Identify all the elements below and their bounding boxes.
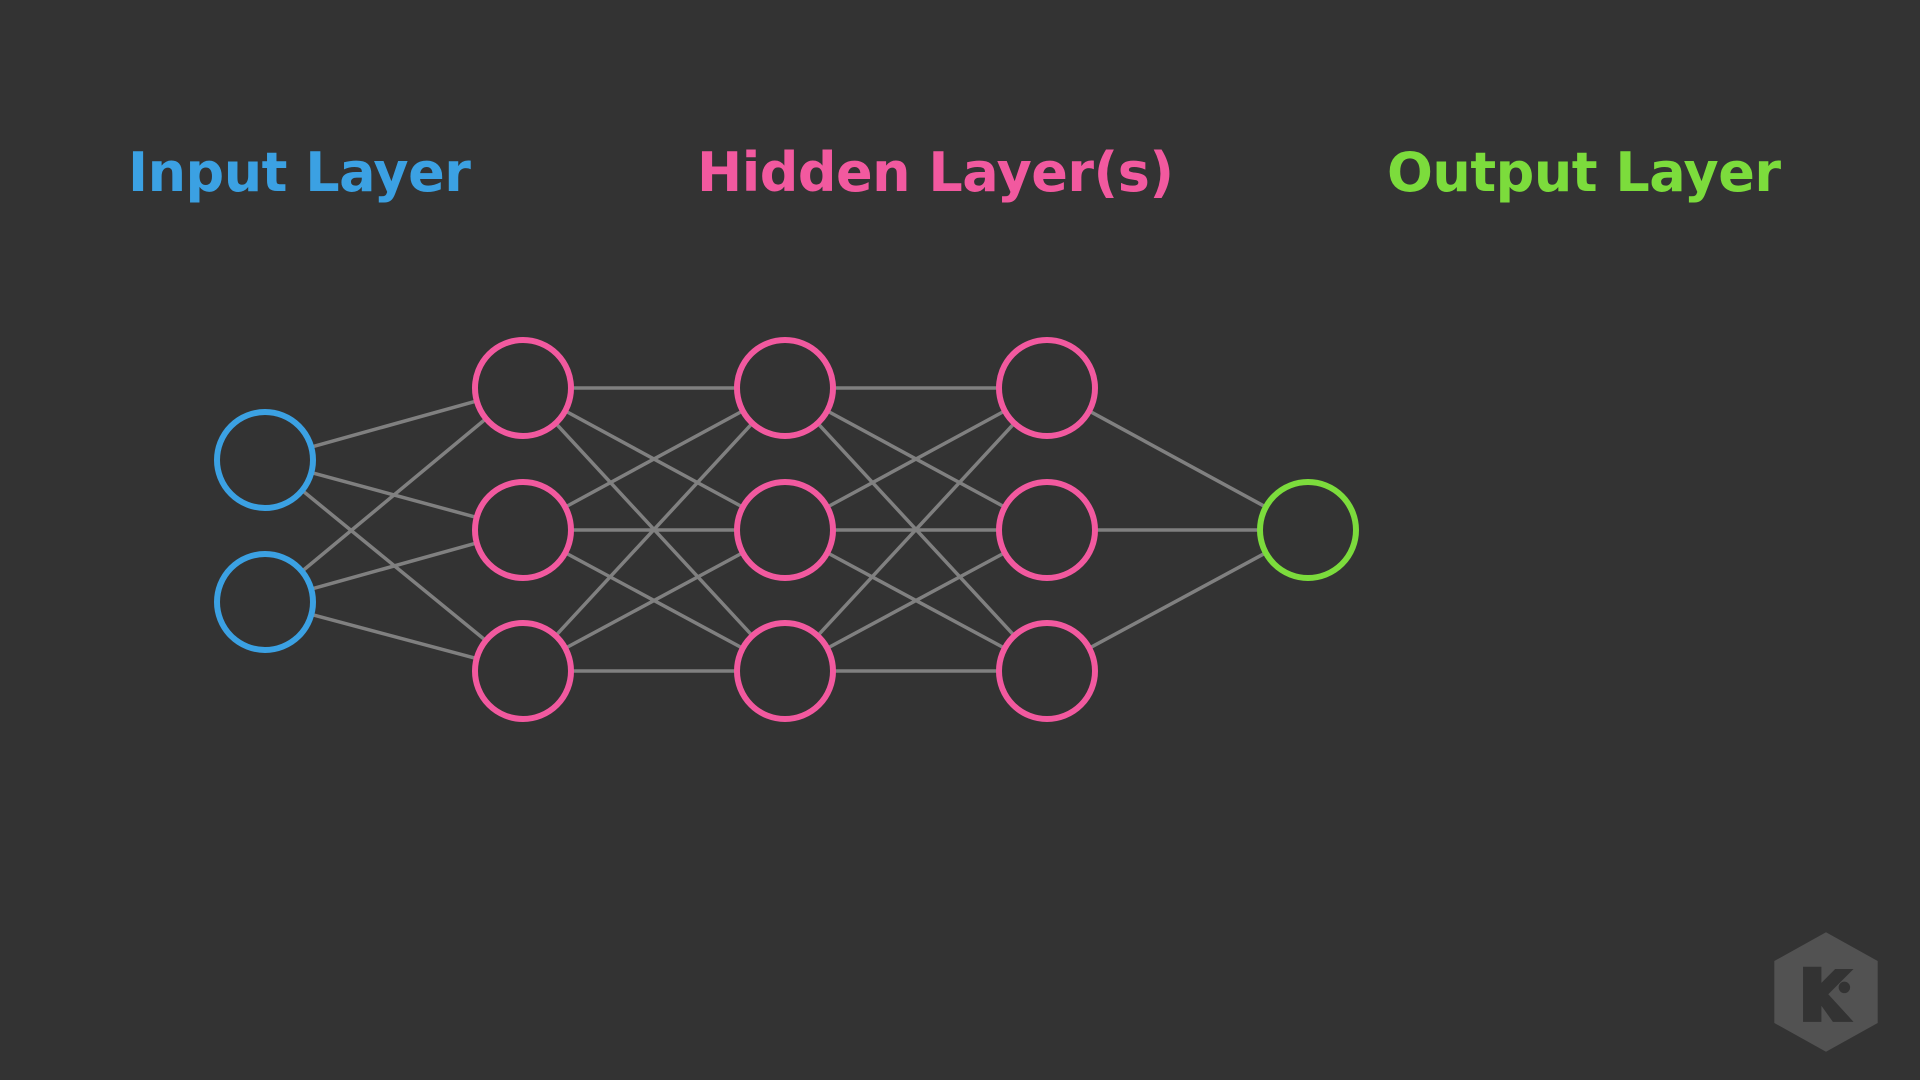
node-i2[interactable] [214,551,316,653]
edge-i2-h1_3 [309,612,479,661]
node-h3_1[interactable] [996,337,1098,439]
edge-h1_3-h2_2 [563,550,745,651]
node-h3_2[interactable] [996,479,1098,581]
edge-h2_3-h3_1 [815,421,1017,638]
node-i1[interactable] [214,409,316,511]
node-h1_2[interactable] [472,479,574,581]
edge-h1_3-h2_1 [553,421,755,638]
node-h2_2[interactable] [734,479,836,581]
node-h2_1[interactable] [734,337,836,439]
edge-i2-h1_1 [300,416,488,574]
edge-h2_2-h3_1 [825,409,1007,509]
node-o1[interactable] [1257,479,1359,581]
nodes-group [214,337,1359,722]
node-h3_3[interactable] [996,620,1098,722]
edge-h2_3-h3_2 [825,550,1007,651]
treehouse-logo-icon [1774,932,1878,1052]
edge-h3_1-o1 [1087,409,1268,509]
edge-i1-h1_1 [309,399,479,449]
edges-group [300,386,1268,673]
node-h1_3[interactable] [472,620,574,722]
edge-i2-h1_2 [309,541,479,591]
edge-h3_3-o1 [1087,551,1268,650]
layer-label-output: Output Layer [1387,141,1781,204]
layer-label-hidden: Hidden Layer(s) [697,141,1174,204]
edge-h1_2-h2_1 [563,409,745,509]
layer-label-input: Input Layer [128,141,471,204]
node-h2_3[interactable] [734,620,836,722]
node-h1_1[interactable] [472,337,574,439]
